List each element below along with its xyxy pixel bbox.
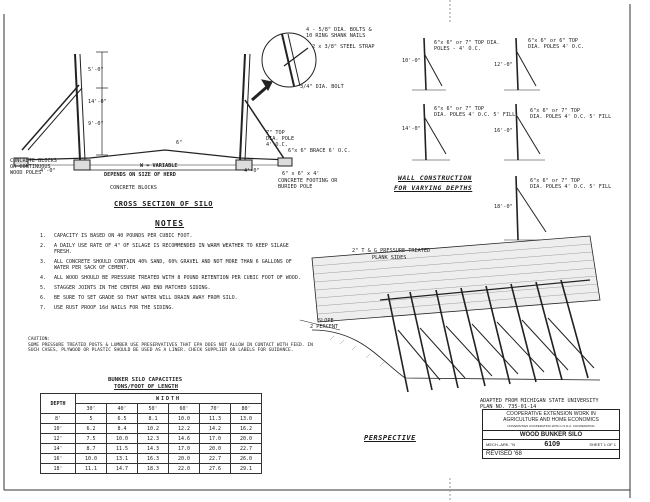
- wall-10-spec: 6"x 6" or 7" TOP DIA.: [434, 40, 500, 46]
- wall-18-spec: 6"x 6" or 7" TOP: [530, 178, 580, 184]
- note-item: 4.ALL WOOD SHOULD BE PRESSURE TREATED WI…: [40, 275, 301, 281]
- slope-pct-label: 2 PERCENT: [310, 324, 339, 330]
- dim-base-left-label: 4'-0": [40, 168, 56, 174]
- caution-block: CAUTION: SOME PRESSURE TREATED POSTS & L…: [28, 337, 328, 354]
- dia-pole-label: DIA. POLE: [266, 136, 295, 142]
- cross-section-drawing: [13, 32, 317, 171]
- drawn-by: MECH.-ARK. "N: [486, 442, 515, 447]
- note-item: 3.ALL CONCRETE SHOULD CONTAIN 40% SAND, …: [40, 259, 292, 271]
- wall-16-spec-2: DIA. POLES 4' O.C. 5' FILL: [530, 114, 612, 120]
- wall-12-spec-2: DIA. POLES 4' O.C.: [528, 44, 585, 50]
- wall-10-spec-2: POLES - 4' O.C.: [434, 46, 481, 52]
- detail-strap-label: 2 x 3/8" STEEL STRAP: [312, 44, 375, 50]
- wall-construction-diagrams: [412, 37, 550, 241]
- wall-14-spec: 6"x 6" or 7" TOP: [434, 106, 484, 112]
- title-block: COOPERATIVE EXTENSION WORK IN AGRICULTUR…: [482, 409, 620, 459]
- depth-header: DEPTH: [40, 393, 76, 414]
- width-col: 50': [137, 403, 169, 414]
- width-col: 40': [106, 403, 138, 414]
- dim-top-label: 5'-0": [88, 67, 104, 73]
- wall-14-spec-2: DIA. POLES 4' O.C. 5' FILL: [434, 112, 516, 118]
- wall-construction-subtitle: FOR VARYING DEPTHS: [394, 184, 473, 192]
- concrete-left-label-2: OR CONTINUOUS: [10, 164, 51, 170]
- sheet-number: SHEET 1 OF 1: [589, 442, 616, 447]
- wall-18-spec-2: DIA. POLES 4' O.C. 5' FILL: [530, 184, 612, 190]
- perspective-title: PERSPECTIVE: [364, 434, 416, 442]
- wall-12-depth: 12'-0": [494, 62, 513, 68]
- concrete-blocks-label: CONCRETE BLOCKS: [110, 185, 157, 191]
- note-item: 6.BE SURE TO SET GRADE SO THAT WATER WIL…: [40, 295, 238, 301]
- dim-base-right-label: 4'-0": [244, 168, 260, 174]
- notes-list: 1.CAPACITY IS BASED ON 40 POUNDS PER CUB…: [40, 233, 330, 315]
- detail-nails-label: 10 RING SHANK NAILS: [306, 33, 366, 39]
- capacity-table-subtitle: TONS/FOOT OF LENGTH: [114, 384, 178, 390]
- wall-16-spec: 6"x 6" or 7" TOP: [530, 108, 580, 114]
- top-pole-label: 7" TOP: [266, 130, 285, 136]
- revised-label: REVISED '68: [486, 451, 522, 457]
- wall-18-depth: 18'-0": [494, 204, 513, 210]
- dim-slope-label: 6": [176, 140, 183, 146]
- detail-bolts-label: 4 - 5/8" DIA. BOLTS &: [306, 27, 372, 33]
- siding-label-2: PLANK SIDES: [372, 255, 407, 261]
- concrete-left-label: CONCRETE BLOCKS: [10, 158, 57, 164]
- slope-label: SLOPE: [318, 318, 334, 324]
- title-block-line3: UNIVERSITIES COOPERATING WITH U.S.D.A. C…: [507, 424, 595, 428]
- adapted-label: ADAPTED FROM MICHIGAN STATE UNIVERSITY: [480, 398, 599, 404]
- dim-low-label: 9'-0": [88, 121, 104, 127]
- brace-label: 6"x 6" BRACE 6' O.C.: [288, 148, 351, 154]
- footing-label: CONCRETE FOOTING OR: [278, 178, 338, 184]
- capacity-table-title: BUNKER SILO CAPACITIES: [108, 377, 183, 383]
- notes-heading: NOTES: [155, 219, 185, 228]
- width-header: WIDTH: [75, 393, 262, 404]
- dim-mid-label: 14'-0": [88, 99, 107, 105]
- width-col: 30': [75, 403, 107, 414]
- plan-no-label: PLAN NO. 735-01-14: [480, 404, 537, 410]
- depends-label: DEPENDS ON SIZE OF HERD: [104, 172, 176, 178]
- buried-label: BURIED POLE: [278, 184, 313, 190]
- concrete-left-label-3: WOOD POLES: [10, 170, 42, 176]
- wall-14-depth: 14'-0": [402, 126, 421, 132]
- wall-10-depth: 10'-0": [402, 58, 421, 64]
- wall-12-spec: 6"x 6" or 6" TOP: [528, 38, 578, 44]
- plan-title: WOOD BUNKER SILO: [483, 431, 619, 440]
- pole-oc-label: 4' O.C.: [266, 142, 288, 148]
- caution-text: SOME PRESSURE TREATED POSTS & LUMBER USE…: [28, 342, 313, 354]
- plan-number: 6109: [544, 441, 560, 448]
- cross-section-title: CROSS SECTION OF SILO: [114, 200, 214, 208]
- note-item: 7.USE RUST PROOF 16d NAILS FOR THE SIDIN…: [40, 305, 175, 311]
- width-label: W = VARIABLE: [140, 163, 178, 169]
- stake-label: 6" x 6" x 4': [282, 171, 320, 177]
- width-col: 80': [230, 403, 262, 414]
- title-block-line2: AGRICULTURE AND HOME ECONOMICS: [503, 417, 599, 423]
- caution-heading: CAUTION:: [28, 337, 51, 342]
- note-item: 1.CAPACITY IS BASED ON 40 POUNDS PER CUB…: [40, 233, 193, 239]
- perspective-drawing: [299, 235, 601, 393]
- width-col: 70': [199, 403, 231, 414]
- title-block-line1: COOPERATIVE EXTENSION WORK IN: [506, 411, 596, 417]
- width-col: 60': [168, 403, 200, 414]
- note-item: 2.A DAILY USE RATE OF 4" OF SILAGE IS RE…: [40, 243, 289, 255]
- wall-16-depth: 16'-0": [494, 128, 513, 134]
- note-item: 5.STAGGER JOINTS IN THE CENTER AND END M…: [40, 285, 211, 291]
- siding-label: 2" T & G PRESSURE TREATED: [352, 248, 431, 254]
- detail-bolt-label: 3/4" DIA. BOLT: [300, 84, 344, 90]
- wall-construction-title: WALL CONSTRUCTION: [398, 174, 472, 182]
